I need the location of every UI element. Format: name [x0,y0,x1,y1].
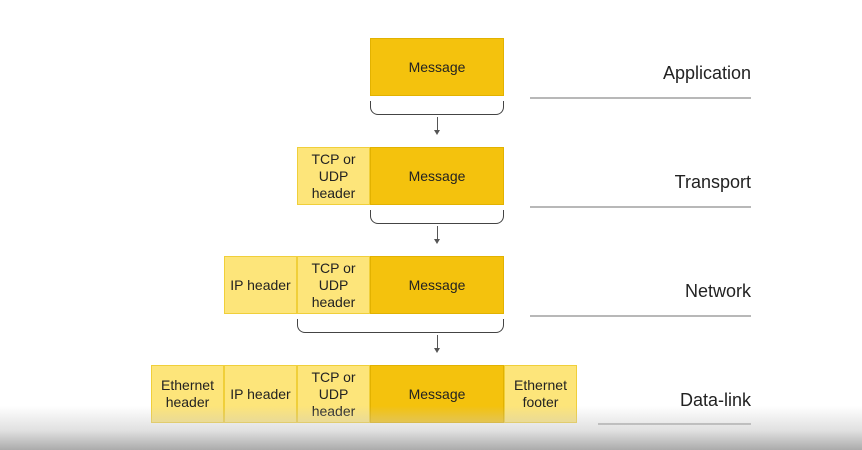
transport-rule [530,206,751,208]
network-brace [297,319,504,333]
network-to-datalink-arrow [434,335,440,353]
network-rule [530,315,751,317]
transport-layer-label: Transport [674,172,751,192]
transport-brace [370,210,504,224]
application-message-box: Message [370,38,504,96]
network-layer-label: Network [684,281,751,301]
network-message-label: Message [408,276,466,293]
network-message-box: Message [370,256,504,314]
transport-tcp-udp-header-box: TCP or UDP header [297,147,370,205]
network-tcp-udp-header-label: TCP or UDP header [311,259,356,310]
datalink-message-label: Message [408,385,466,402]
application-layer-label: Application [662,63,751,83]
network-ip-header-label: IP header [230,276,291,293]
transport-message-box: Message [370,147,504,205]
application-brace [370,101,504,115]
datalink-layer-label: Data-link [679,390,751,410]
datalink-ip-header-label: IP header [230,385,291,402]
transport-tcp-udp-header-label: TCP or UDP header [311,150,356,201]
bottom-shadow [0,406,862,450]
transport-message-label: Message [408,167,466,184]
transport-to-network-arrow [434,226,440,244]
application-message-label: Message [408,58,466,75]
application-rule [530,97,751,99]
application-to-transport-arrow [434,117,440,135]
network-tcp-udp-header-box: TCP or UDP header [297,256,370,314]
network-ip-header-box: IP header [224,256,297,314]
